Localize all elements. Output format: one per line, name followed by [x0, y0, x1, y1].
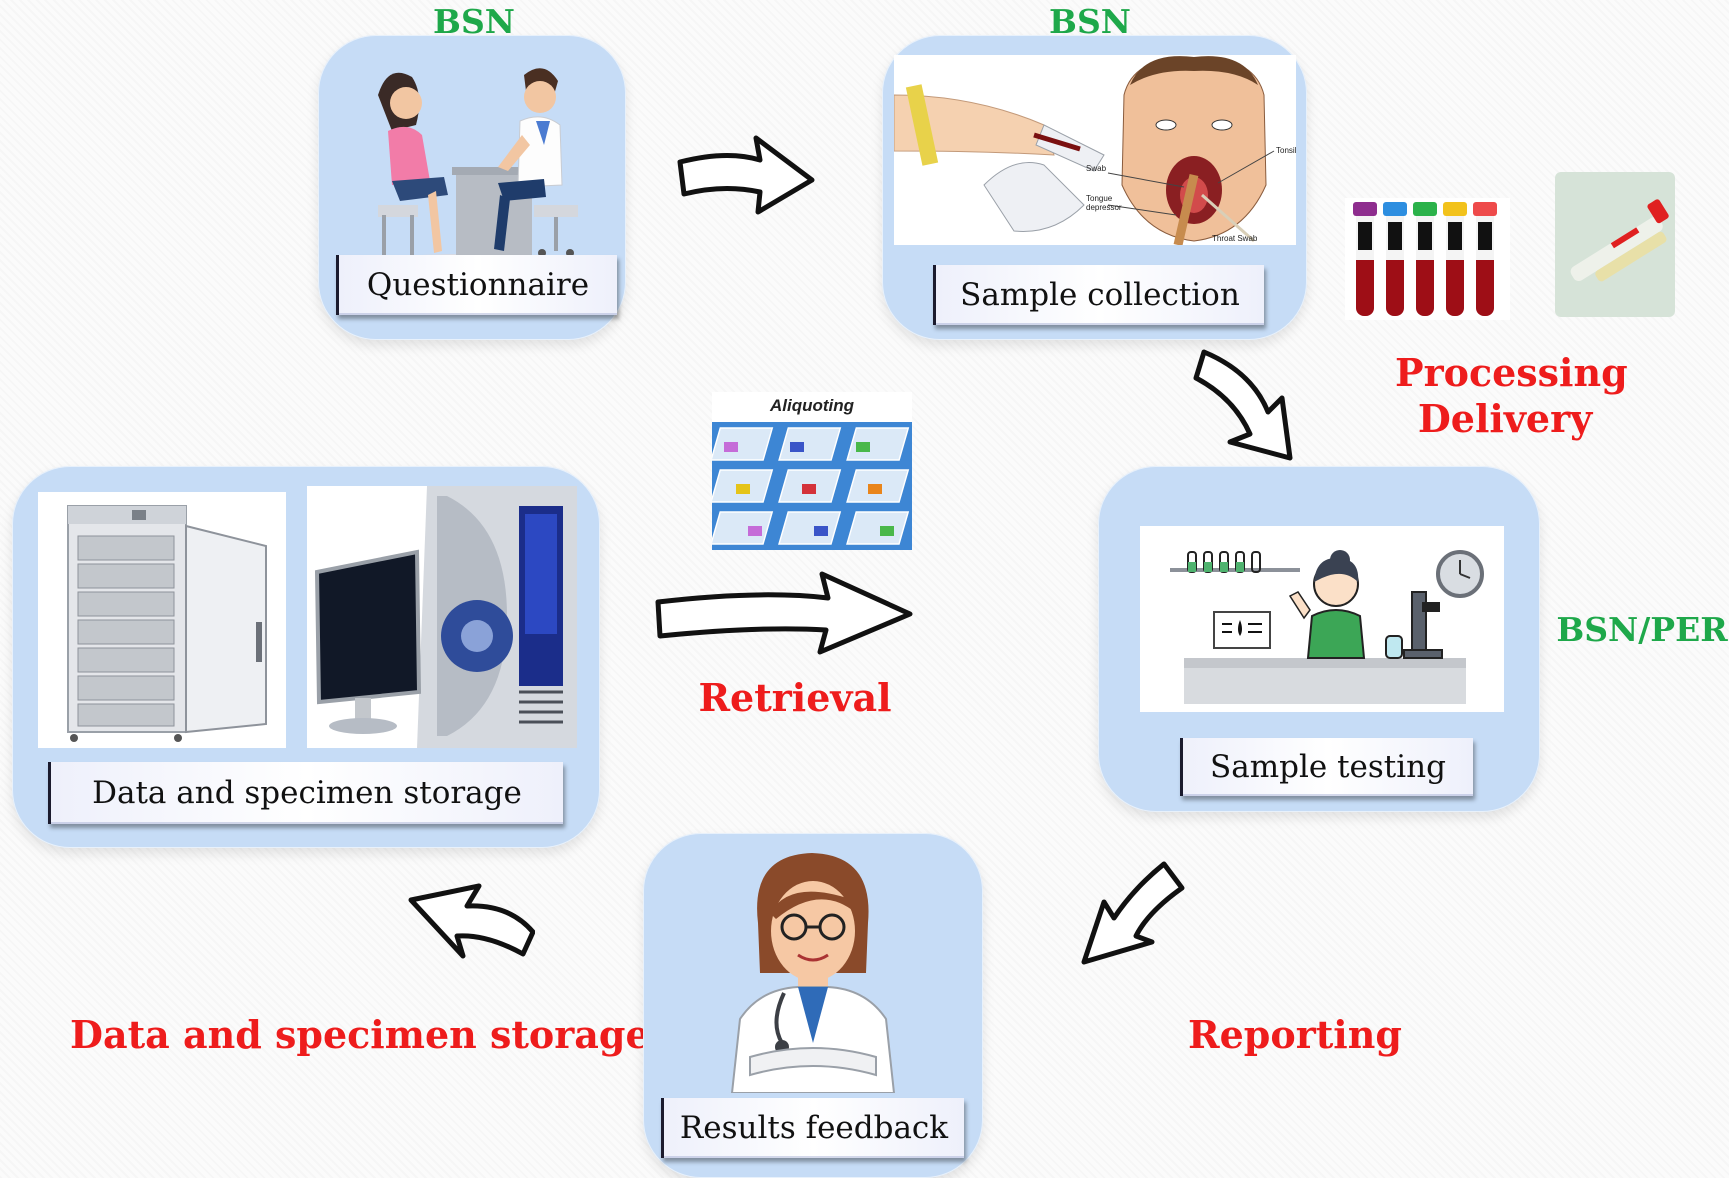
arrow-questionnaire-to-collection [677, 135, 815, 215]
testing-panel: Sample testing [1098, 466, 1540, 812]
role-testing: BSN/PER [1556, 610, 1728, 649]
freezer-image [38, 492, 286, 748]
feedback-label: Results feedback [661, 1098, 964, 1158]
questionnaire-label: Questionnaire [336, 255, 617, 315]
consultation-illustration [361, 68, 585, 272]
collection-panel: Tonsils Swab Tongue depressor Throat Swa… [882, 35, 1307, 340]
collection-image: Tonsils Swab Tongue depressor Throat Swa… [894, 55, 1296, 245]
feedback-panel: Results feedback [643, 833, 983, 1178]
role-collection: BSN [1049, 2, 1131, 41]
throat-swab-caption: Throat Swab [1212, 234, 1258, 243]
arrow-storage-to-retrieval [655, 571, 913, 655]
arrow-testing-to-feedback [1081, 861, 1185, 965]
processing-label: Processing [1395, 350, 1628, 395]
storage-process-label: Data and specimen storage [70, 1012, 650, 1057]
swab-caption: Swab [1086, 164, 1107, 173]
aliquoting-image: Aliquoting [712, 392, 912, 550]
testing-image [1140, 526, 1504, 712]
tonsils-caption: Tonsils [1276, 146, 1296, 155]
storage-label: Data and specimen storage [48, 762, 563, 824]
questionnaire-panel: Questionnaire [318, 35, 626, 340]
computer-image [307, 486, 577, 748]
delivery-label: Delivery [1417, 396, 1593, 441]
aliquoting-caption: Aliquoting [769, 396, 855, 415]
arrow-collection-to-testing [1193, 349, 1293, 461]
role-questionnaire: BSN [433, 2, 515, 41]
reporting-label: Reporting [1188, 1012, 1402, 1057]
depressor-caption: depressor [1086, 203, 1122, 212]
blood-tubes-image [1345, 198, 1510, 320]
arrow-feedback-to-storage [408, 883, 535, 959]
storage-panel: Data and specimen storage [12, 466, 600, 848]
retrieval-label: Retrieval [698, 675, 892, 720]
tongue-caption: Tongue [1086, 194, 1113, 203]
testing-label: Sample testing [1180, 738, 1473, 796]
collection-label: Sample collection [933, 265, 1264, 325]
swab-tube-image [1555, 172, 1675, 317]
doctor-image [700, 843, 926, 1093]
